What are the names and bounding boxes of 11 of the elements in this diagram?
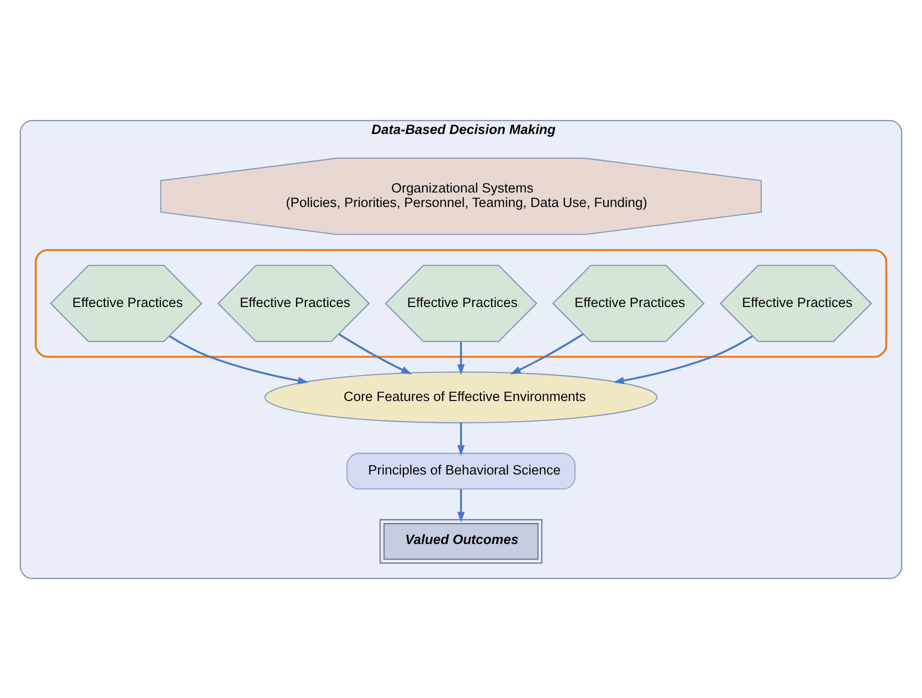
- node-box: Valued Outcomes: [380, 518, 542, 564]
- node-ellipse: Core Features of Effective Environments: [264, 371, 658, 423]
- arrow: [510, 332, 584, 374]
- arrow: [338, 332, 412, 374]
- arrow: [457, 488, 465, 522]
- cluster: [34, 248, 888, 358]
- arrow: [457, 341, 465, 374]
- arrow: [613, 334, 753, 384]
- arrow: [457, 422, 465, 456]
- arrow: [169, 334, 309, 384]
- node-box: Principles of Behavioral Science: [346, 452, 576, 490]
